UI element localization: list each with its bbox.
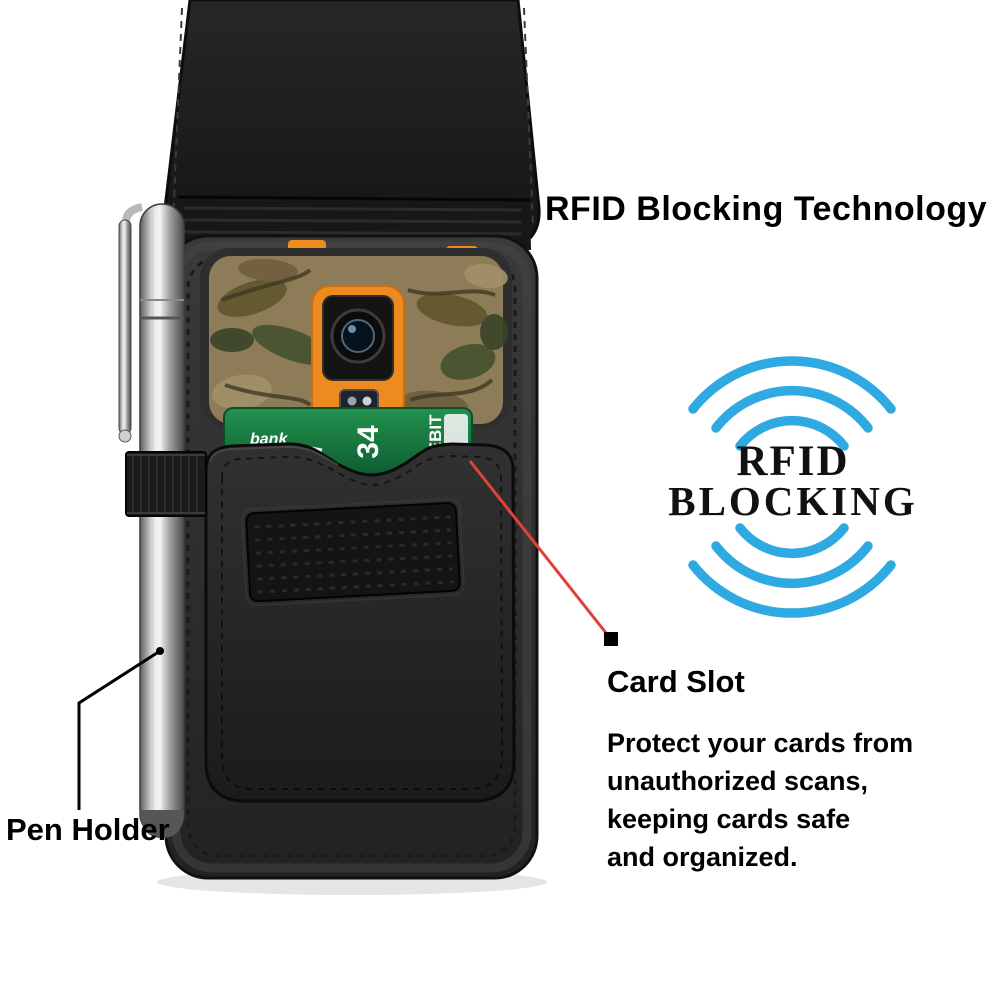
pen-elastic-loop: [125, 451, 207, 517]
card-slot-marker: [604, 632, 618, 646]
pen-holder-leader-line: [77, 647, 164, 810]
phone: [200, 240, 512, 428]
rfid-badge-line2: BLOCKING: [668, 478, 918, 524]
pen-holder-label: Pen Holder: [6, 812, 170, 847]
card-slot-description-line: keeping cards safe: [607, 804, 851, 834]
card-pocket: [204, 442, 516, 803]
card-slot-heading: Card Slot: [607, 664, 745, 699]
camera-module: [311, 285, 405, 421]
velcro-strip: [241, 497, 465, 607]
pouch-flap: [163, 0, 541, 252]
card-slot-description-line: and organized.: [607, 842, 798, 872]
rfid-waves-bottom-icon: [688, 523, 896, 618]
pen-clip: [118, 203, 143, 443]
card-slot-description-line: unauthorized scans,: [607, 766, 869, 796]
rfid-title: RFID Blocking Technology: [545, 190, 988, 228]
card-slot-description-line: Protect your cards from: [607, 728, 914, 758]
card-slot-leader-line: [468, 460, 618, 646]
card-slot-description: Protect your cards from unauthorized sca…: [607, 724, 913, 876]
card-digits-text: 34: [352, 425, 385, 459]
rfid-waves-icon: [688, 356, 896, 618]
pen: [118, 203, 185, 838]
rfid-waves-top-icon: [688, 356, 896, 451]
rfid-badge-line1: RFID: [736, 438, 850, 485]
